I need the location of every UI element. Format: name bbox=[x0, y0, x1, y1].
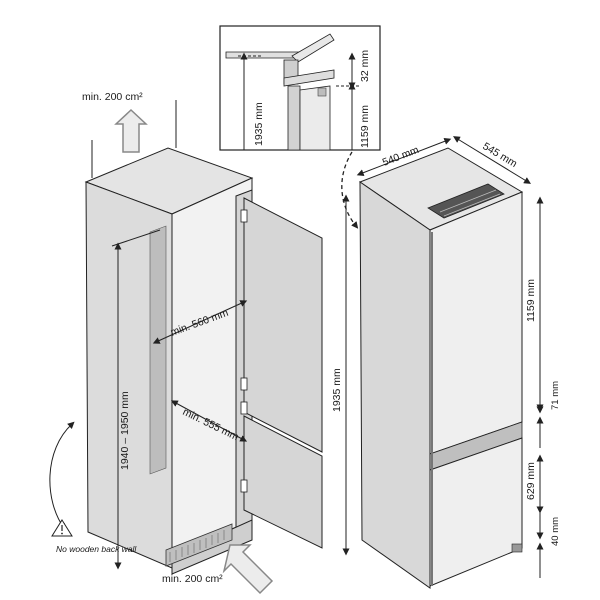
detail-upper-label: 1159 mm bbox=[359, 105, 371, 148]
rotation-arrow bbox=[49, 421, 75, 531]
upper-door-label: 1159 mm bbox=[525, 279, 537, 322]
cabinet-niche bbox=[84, 100, 323, 575]
appliance-height-label: 1935 mm bbox=[331, 368, 343, 412]
appliance bbox=[358, 147, 524, 589]
appliance-width-dimension bbox=[356, 137, 452, 177]
door-gap-label: 71 mm bbox=[550, 381, 561, 410]
base-gap-label: 40 mm bbox=[550, 517, 561, 546]
appliance-depth-dimension bbox=[453, 136, 531, 184]
detail-inset bbox=[219, 25, 381, 151]
detail-gap-label: 32 mm bbox=[359, 50, 371, 82]
niche-depth-dimension bbox=[170, 400, 248, 442]
detail-height-label: 1935 mm bbox=[253, 102, 265, 146]
no-wooden-back-wall-note: No wooden back wall bbox=[56, 544, 137, 554]
niche-height-label: 1940 – 1950 mm bbox=[119, 391, 131, 470]
bottom-vent-label: min. 200 cm² bbox=[162, 573, 223, 585]
niche-width-dimension bbox=[152, 300, 248, 344]
appliance-depth-label: 545 mm bbox=[480, 140, 519, 170]
top-vent-arrow bbox=[114, 108, 148, 153]
warning-icon bbox=[51, 519, 73, 537]
niche-height-dimension bbox=[111, 229, 161, 570]
top-vent-label: min. 200 cm² bbox=[82, 91, 143, 103]
bottom-vent-arrow bbox=[222, 544, 274, 595]
lower-door-label: 629 mm bbox=[525, 462, 537, 500]
